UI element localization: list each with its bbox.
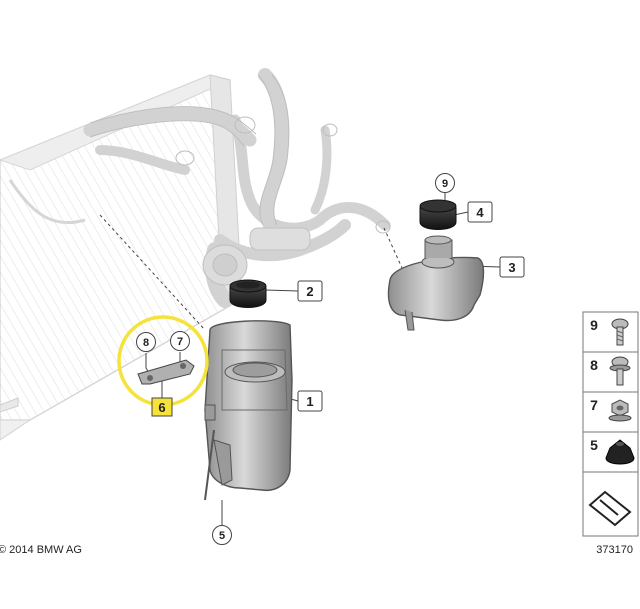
callout-7[interactable]: 7 <box>170 331 190 351</box>
collar-screw-icon <box>609 356 631 386</box>
expansion-tank-variant[interactable] <box>387 235 485 331</box>
cap-alt[interactable] <box>419 199 457 230</box>
legend-item-9[interactable]: 9 <box>590 317 629 346</box>
callout-7-label: 7 <box>177 336 183 348</box>
legend-item-7-label: 7 <box>590 397 598 413</box>
callout-1-label: 1 <box>306 394 313 409</box>
callout-8-label: 8 <box>143 337 149 349</box>
callout-1[interactable]: 1 <box>297 390 323 412</box>
legend-item-7[interactable]: 7 <box>590 397 632 422</box>
filler-cap[interactable] <box>229 279 267 308</box>
callout-2-label: 2 <box>306 284 313 299</box>
callout-4[interactable]: 4 <box>467 201 493 223</box>
legend-item-8[interactable]: 8 <box>590 356 631 386</box>
diagram-number: 373170 <box>596 544 633 556</box>
callout-9[interactable]: 9 <box>435 173 455 193</box>
legend-item-5-label: 5 <box>590 437 598 453</box>
callout-5[interactable]: 5 <box>212 525 232 545</box>
callout-8[interactable]: 8 <box>136 332 156 352</box>
hex-nut-icon <box>608 399 632 422</box>
rubber-mount-icon <box>605 439 635 465</box>
expansion-tank[interactable] <box>204 320 293 501</box>
fastener-arrow-icon <box>588 490 632 527</box>
screw-icon <box>611 318 629 346</box>
callout-9-label: 9 <box>442 178 448 190</box>
bracket[interactable] <box>137 359 195 385</box>
callout-6-label: 6 <box>158 400 165 415</box>
callout-2[interactable]: 2 <box>297 280 323 302</box>
callout-6[interactable]: 6 <box>151 397 173 417</box>
pump-housing-ghost <box>202 227 311 286</box>
callout-3[interactable]: 3 <box>499 256 525 278</box>
callout-3-label: 3 <box>508 260 515 275</box>
callout-4-label: 4 <box>476 205 484 220</box>
copyright-text: © 2014 BMW AG <box>0 544 82 556</box>
legend-item-5[interactable]: 5 <box>590 437 635 465</box>
hose-outlines <box>89 74 391 234</box>
callout-5-label: 5 <box>219 530 225 542</box>
legend-item-8-label: 8 <box>590 357 598 373</box>
legend-item-9-label: 9 <box>590 317 598 333</box>
